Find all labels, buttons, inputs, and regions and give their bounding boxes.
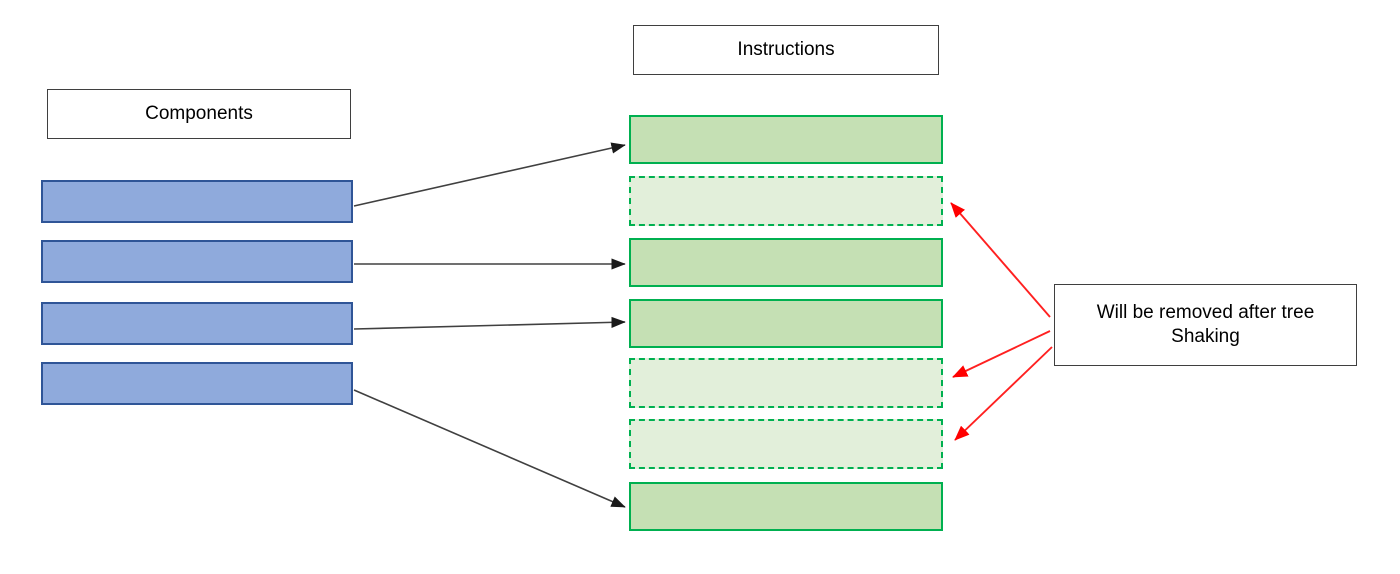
component-block-4[interactable] [41,362,353,405]
instruction-block-6-removed[interactable] [629,419,943,469]
mapping-arrow-component-1-to-instruction-1 [353,142,626,207]
instructions-title-box: Instructions [633,25,939,75]
mapping-arrow-component-3-to-instruction-4 [353,316,626,330]
instruction-block-3-kept[interactable] [629,238,943,287]
annotation-arrow-note-to-instruction-5 [952,330,1051,378]
annotation-arrow-note-to-instruction-6 [954,346,1053,441]
instruction-block-5-removed[interactable] [629,358,943,408]
components-title-box: Components [47,89,351,139]
component-block-1[interactable] [41,180,353,223]
instruction-block-4-kept[interactable] [629,299,943,348]
instruction-block-7-kept[interactable] [629,482,943,531]
component-block-3[interactable] [41,302,353,345]
instruction-block-2-removed[interactable] [629,176,943,226]
instruction-block-1-kept[interactable] [629,115,943,164]
tree-shaking-note-box: Will be removed after tree Shaking [1054,284,1357,366]
mapping-arrow-component-4-to-instruction-7 [353,389,626,508]
annotation-arrow-note-to-instruction-2 [950,202,1051,318]
component-block-2[interactable] [41,240,353,283]
